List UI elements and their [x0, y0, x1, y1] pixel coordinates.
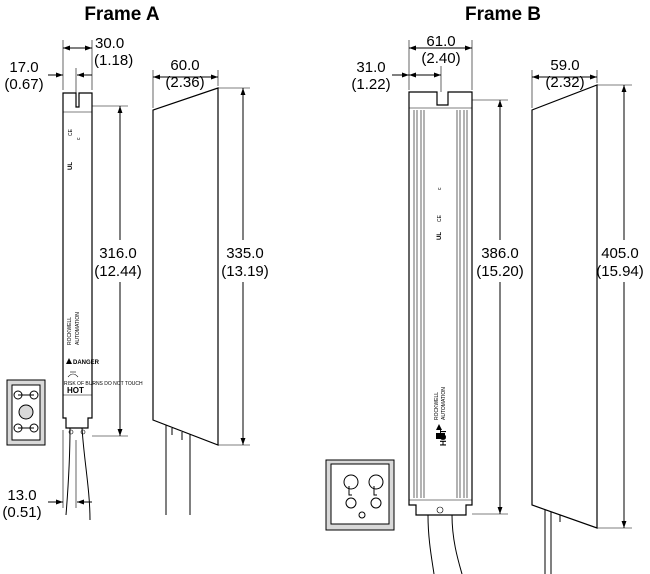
frame-a-depth-in: (2.36)	[165, 74, 204, 91]
frame-a-width-top-dimension: 30.0 (1.18)	[62, 35, 133, 90]
svg-text:RISK OF BURNS DO NOT TOUCH: RISK OF BURNS DO NOT TOUCH	[64, 381, 143, 387]
frame-a-bottom-dimension: 13.0 (0.51)	[2, 430, 92, 521]
frame-b-outer-height-dimension: 405.0 (15.94)	[596, 84, 644, 529]
frame-a-width-left-mm: 17.0	[9, 59, 38, 76]
frame-b-width-left-in: (1.22)	[351, 76, 390, 93]
frame-a-outer-height-mm: 335.0	[226, 245, 264, 262]
frame-a-outer-height-dimension: 335.0 (13.19)	[218, 87, 269, 446]
frame-a-side-view	[152, 87, 219, 515]
frame-b-width-top-dimension: 61.0 (2.40)	[408, 33, 473, 90]
frame-a-terminal-detail	[6, 379, 46, 446]
frame-b-terminal-detail	[325, 459, 395, 531]
svg-text:HOT: HOT	[67, 386, 84, 395]
svg-text:DANGER: DANGER	[73, 360, 100, 366]
frame-a-bottom-mm: 13.0	[7, 487, 36, 504]
frame-b-inner-height-dimension: 386.0 (15.20)	[472, 99, 524, 515]
certification-marks: c CE UL	[437, 187, 443, 240]
frame-a-title: Frame A	[84, 4, 160, 25]
frame-b-outer-height-in: (15.94)	[596, 263, 644, 280]
brand-label-2: AUTOMATION	[75, 312, 81, 345]
frame-a-width-top-mm: 30.0	[95, 35, 124, 52]
frame-b-inner-height-in: (15.20)	[476, 263, 524, 280]
brand-label-2: AUTOMATION	[441, 387, 447, 420]
svg-text:UL: UL	[68, 162, 74, 170]
frame-b-depth-in: (2.32)	[545, 74, 584, 91]
frame-a-inner-height-in: (12.44)	[94, 263, 142, 280]
frame-a-bottom-in: (0.51)	[2, 504, 41, 521]
frame-b-inner-height-mm: 386.0	[481, 245, 519, 262]
brand-label-1: ROCKWELL	[67, 317, 73, 345]
svg-text:CE: CE	[68, 128, 74, 136]
heat-sink-ribs	[413, 110, 468, 498]
frame-a-inner-height-mm: 316.0	[99, 245, 137, 262]
frame-a: Frame A CE c UL ROCKWELL AUTOMATION DANG…	[2, 4, 268, 521]
svg-text:CE: CE	[437, 214, 443, 222]
frame-a-width-left-dimension: 17.0 (0.67)	[4, 59, 92, 95]
frame-b-width-top-in: (2.40)	[421, 50, 460, 67]
frame-a-depth-dimension: 60.0 (2.36)	[152, 57, 219, 108]
frame-b-title: Frame B	[465, 4, 541, 25]
svg-text:HOT: HOT	[439, 429, 448, 446]
frame-a-depth-mm: 60.0	[170, 57, 199, 74]
frame-a-width-left-in: (0.67)	[4, 76, 43, 93]
frame-b-depth-mm: 59.0	[550, 57, 579, 74]
frame-a-inner-height-dimension: 316.0 (12.44)	[92, 105, 142, 437]
frame-b-depth-dimension: 59.0 (2.32)	[531, 57, 598, 108]
frame-b-width-top-mm: 61.0	[426, 33, 455, 50]
frame-b-width-left-mm: 31.0	[356, 59, 385, 76]
svg-text:UL: UL	[437, 232, 443, 240]
svg-text:c: c	[76, 137, 82, 140]
frame-b-front-view: c CE UL ROCKWELL AUTOMATION HOT	[408, 91, 473, 574]
danger-label: HOT	[436, 424, 448, 446]
frame-b-width-left-dimension: 31.0 (1.22)	[351, 59, 442, 93]
certification-marks: CE c UL	[68, 128, 82, 170]
frame-b-side-view	[531, 84, 598, 574]
brand-label-1: ROCKWELL	[434, 392, 440, 420]
frame-b-outer-height-mm: 405.0	[601, 245, 639, 262]
svg-text:c: c	[437, 187, 443, 190]
frame-b: Frame B c CE UL ROCKWELL	[325, 4, 644, 574]
danger-label: DANGER RISK OF BURNS DO NOT TOUCH HOT	[64, 358, 143, 395]
frame-a-width-top-in: (1.18)	[94, 52, 133, 69]
frame-a-front-view: CE c UL ROCKWELL AUTOMATION DANGER RISK …	[62, 92, 143, 521]
frame-a-outer-height-in: (13.19)	[221, 263, 269, 280]
